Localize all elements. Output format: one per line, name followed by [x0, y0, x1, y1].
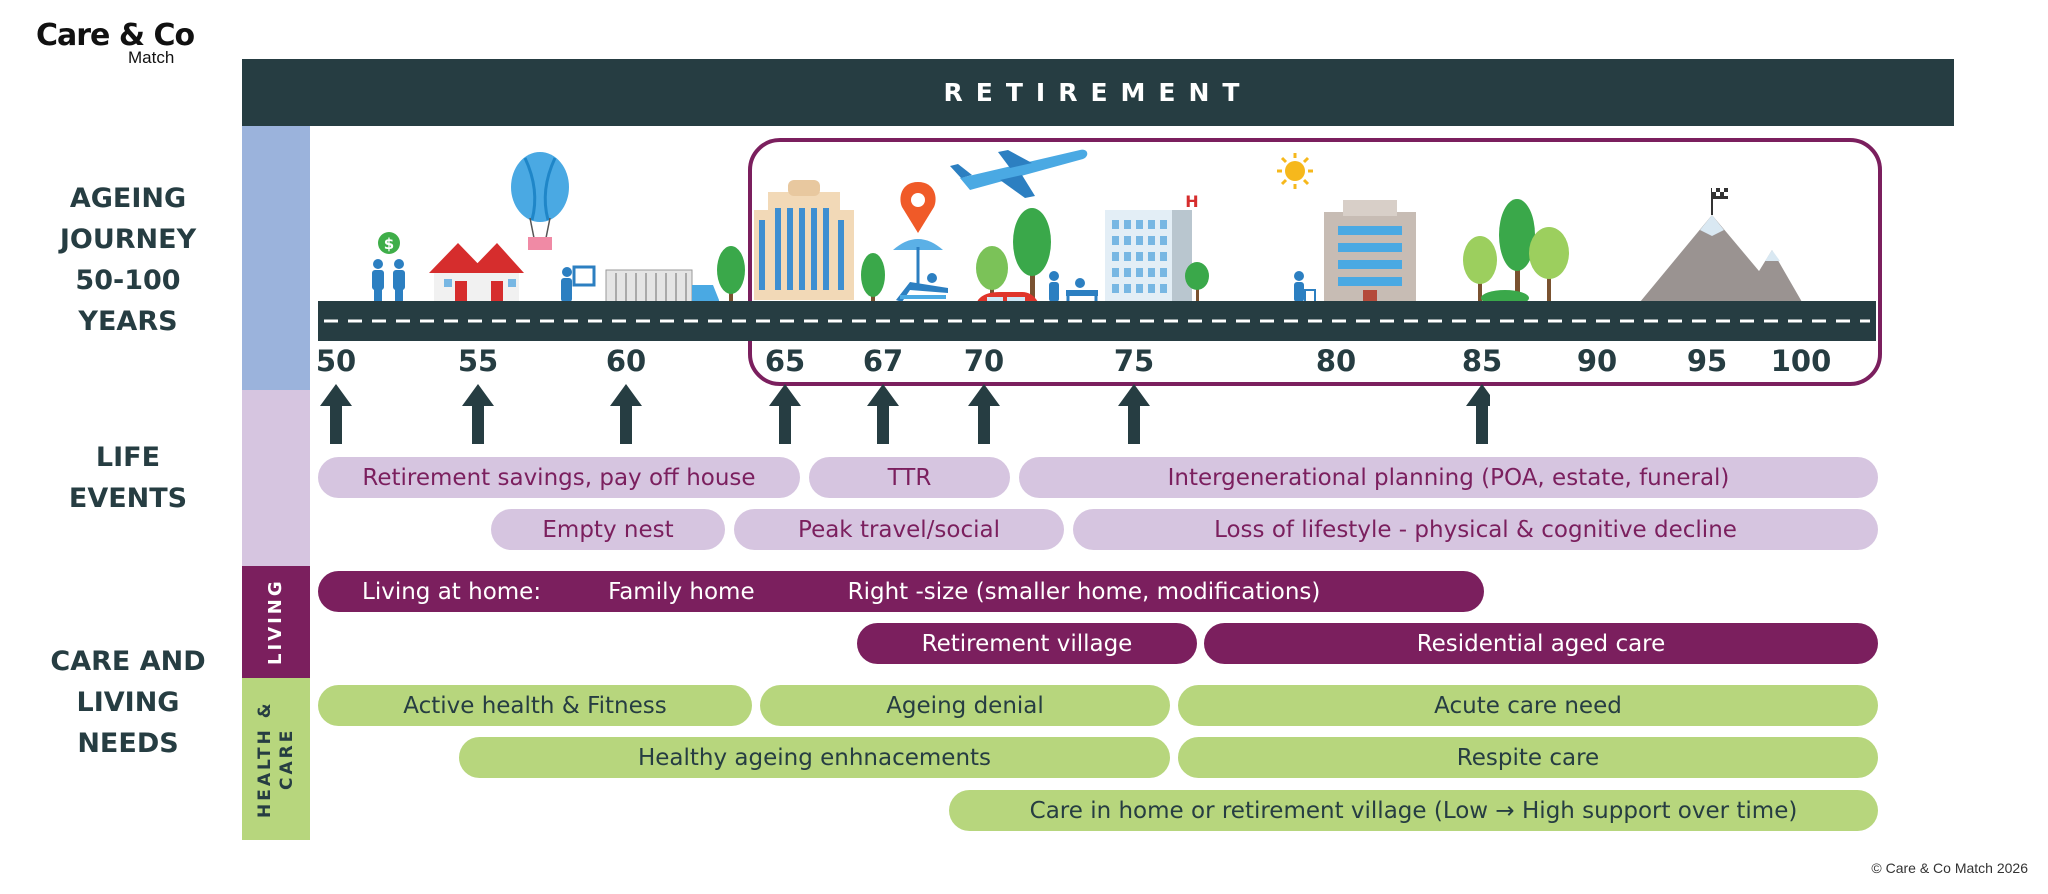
arrow-up-icon [968, 384, 1000, 444]
ageing-journey-text: AGEING JOURNEY 50-100 YEARS [59, 183, 197, 337]
bar-healthy-ageing: Healthy ageing enhnacements [459, 737, 1170, 778]
bar-retirement-village: Retirement village [857, 623, 1197, 664]
age-label-95: 95 [1686, 344, 1728, 378]
walking-aid-icon [1294, 271, 1316, 303]
living-strip: LIVING [242, 566, 310, 678]
house-icon [429, 243, 524, 302]
location-pin-icon [900, 182, 936, 233]
bar-empty-nest: Empty nest [491, 509, 725, 550]
tree-icon [861, 253, 885, 305]
aged-care-building-icon [1324, 200, 1416, 304]
bar-active-health: Active health & Fitness [318, 685, 752, 726]
journey-illustration: $ [318, 138, 1882, 386]
dollar-couple-icon: $ [372, 232, 405, 301]
age-label-70: 70 [963, 344, 1005, 378]
age-label-90: 90 [1576, 344, 1618, 378]
retirement-highlight-box [748, 138, 1882, 386]
arrow-up-icon [320, 384, 352, 444]
age-label-80: 80 [1315, 344, 1357, 378]
person-box-icon [561, 265, 596, 302]
bar-ttr: TTR [809, 457, 1010, 498]
tree-icon [717, 246, 745, 305]
copyright-text: © Care & Co Match 2026 [1871, 860, 2028, 876]
arrow-up-icon [1466, 384, 1490, 444]
bar-residential-aged-care: Residential aged care [1204, 623, 1878, 664]
beach-lounger-icon [893, 239, 948, 302]
bar-living-at-home: Living at home: Family home Right -size … [318, 571, 1484, 612]
airplane-icon [950, 149, 1088, 198]
bar-respite-care: Respite care [1178, 737, 1878, 778]
age-label-60: 60 [605, 344, 647, 378]
family-home-label: Family home [608, 578, 755, 605]
bar-loss-of-lifestyle: Loss of lifestyle - physical & cognitive… [1073, 509, 1878, 550]
age-label-67: 67 [862, 344, 904, 378]
arrow-up-icon [1118, 384, 1150, 444]
bar-peak-travel: Peak travel/social [734, 509, 1064, 550]
ageing-journey-strip [242, 126, 310, 390]
sun-icon [1277, 153, 1313, 189]
mountain-flag-icon [1640, 188, 1802, 302]
bar-care-in-home: Care in home or retirement village (Low … [949, 790, 1878, 831]
care-living-text: CARE AND LIVING NEEDS [50, 646, 206, 759]
arrow-up-icon [867, 384, 899, 444]
brand-logo: Care & Co [36, 18, 195, 53]
age-label-100: 100 [1770, 344, 1832, 378]
retirement-banner: RETIREMENT [242, 59, 1954, 126]
tree-icon [976, 208, 1051, 305]
age-label-55: 55 [457, 344, 499, 378]
age-label-65: 65 [764, 344, 806, 378]
apartment-building-icon [754, 180, 854, 300]
patient-care-icon [1049, 271, 1098, 304]
age-label-75: 75 [1113, 344, 1155, 378]
hospital-icon: H [1105, 192, 1209, 302]
section-label-life-events: LIFE EVENTS [40, 437, 216, 519]
arrow-up-icon [610, 384, 642, 444]
living-at-home-label: Living at home: [362, 578, 542, 605]
bar-acute-care-need: Acute care need [1178, 685, 1878, 726]
hot-air-balloon-icon [511, 152, 569, 250]
bar-retirement-savings: Retirement savings, pay off house [318, 457, 800, 498]
milestone-arrows [320, 384, 1490, 444]
bar-intergenerational-planning: Intergenerational planning (POA, estate,… [1019, 457, 1878, 498]
life-events-text: LIFE EVENTS [68, 442, 188, 514]
life-events-strip [242, 390, 310, 566]
tree-icon [1463, 199, 1569, 306]
brand-logo-sub: Match [128, 48, 175, 67]
bar-ageing-denial: Ageing denial [760, 685, 1170, 726]
age-label-85: 85 [1461, 344, 1503, 378]
section-label-care-living: CARE AND LIVING NEEDS [40, 641, 216, 764]
section-label-ageing-journey: AGEING JOURNEY 50-100 YEARS [40, 178, 216, 342]
svg-text:H: H [1185, 192, 1198, 211]
arrow-up-icon [462, 384, 494, 444]
arrow-up-icon [769, 384, 801, 444]
age-label-50: 50 [315, 344, 357, 378]
right-size-label: Right -size (smaller home, modifications… [847, 578, 1321, 605]
svg-text:$: $ [384, 235, 394, 253]
health-care-strip: HEALTH & CARE [242, 678, 310, 840]
